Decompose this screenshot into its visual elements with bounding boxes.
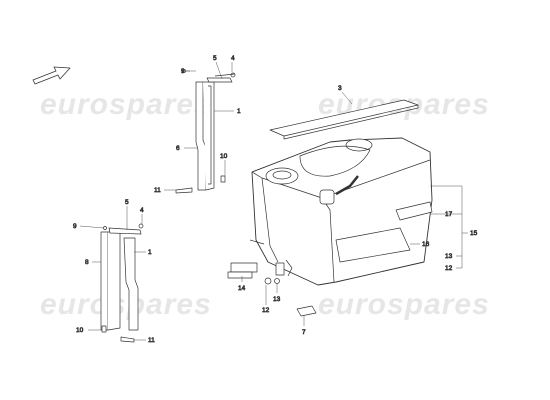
callout-15: 15: [470, 230, 478, 237]
callout-14: 14: [238, 285, 246, 292]
callout-8: 8: [85, 259, 89, 266]
block-part: [296, 305, 317, 317]
callout-12: 12: [262, 307, 270, 314]
watermark: eurospares: [40, 88, 212, 121]
callout-13: 13: [445, 253, 453, 260]
callout-5: 5: [213, 55, 217, 62]
pad-part: [230, 262, 258, 273]
callout-11: 11: [154, 187, 161, 194]
pad-part: [227, 271, 253, 279]
washer-part: [264, 277, 272, 285]
arrow-up-right-icon: [32, 66, 71, 85]
leader-lines: [79, 61, 468, 341]
callout-1: 1: [237, 108, 241, 115]
nut-part: [274, 278, 280, 284]
callout-12: 12: [445, 265, 453, 272]
callout-5: 5: [125, 199, 129, 206]
callout-11: 11: [148, 337, 155, 344]
callout-6: 6: [176, 145, 180, 152]
tank-cover-strip: [269, 99, 419, 140]
callout-9: 9: [181, 68, 185, 75]
callout-labels: 9 5 4 1 6 10 11 3 9 5 4 8 1 10 11 14 12 …: [73, 55, 478, 345]
callout-4: 4: [231, 55, 235, 62]
clip-part: [275, 262, 285, 276]
strap-assembly-lower: [100, 223, 144, 343]
callout-7: 7: [302, 329, 306, 336]
callout-1: 1: [148, 249, 152, 256]
callout-16: 16: [422, 241, 430, 248]
callout-10: 10: [220, 153, 228, 160]
strap-assembly-upper: [175, 69, 236, 194]
callout-10: 10: [76, 327, 84, 334]
watermark: eurospares: [318, 288, 490, 321]
callout-9: 9: [73, 223, 77, 230]
fuel-tank: [249, 137, 433, 286]
callout-3: 3: [338, 85, 342, 92]
watermark: eurospares: [40, 288, 212, 321]
callout-4: 4: [140, 207, 144, 214]
callout-13: 13: [273, 296, 281, 303]
callout-17: 17: [445, 211, 453, 218]
